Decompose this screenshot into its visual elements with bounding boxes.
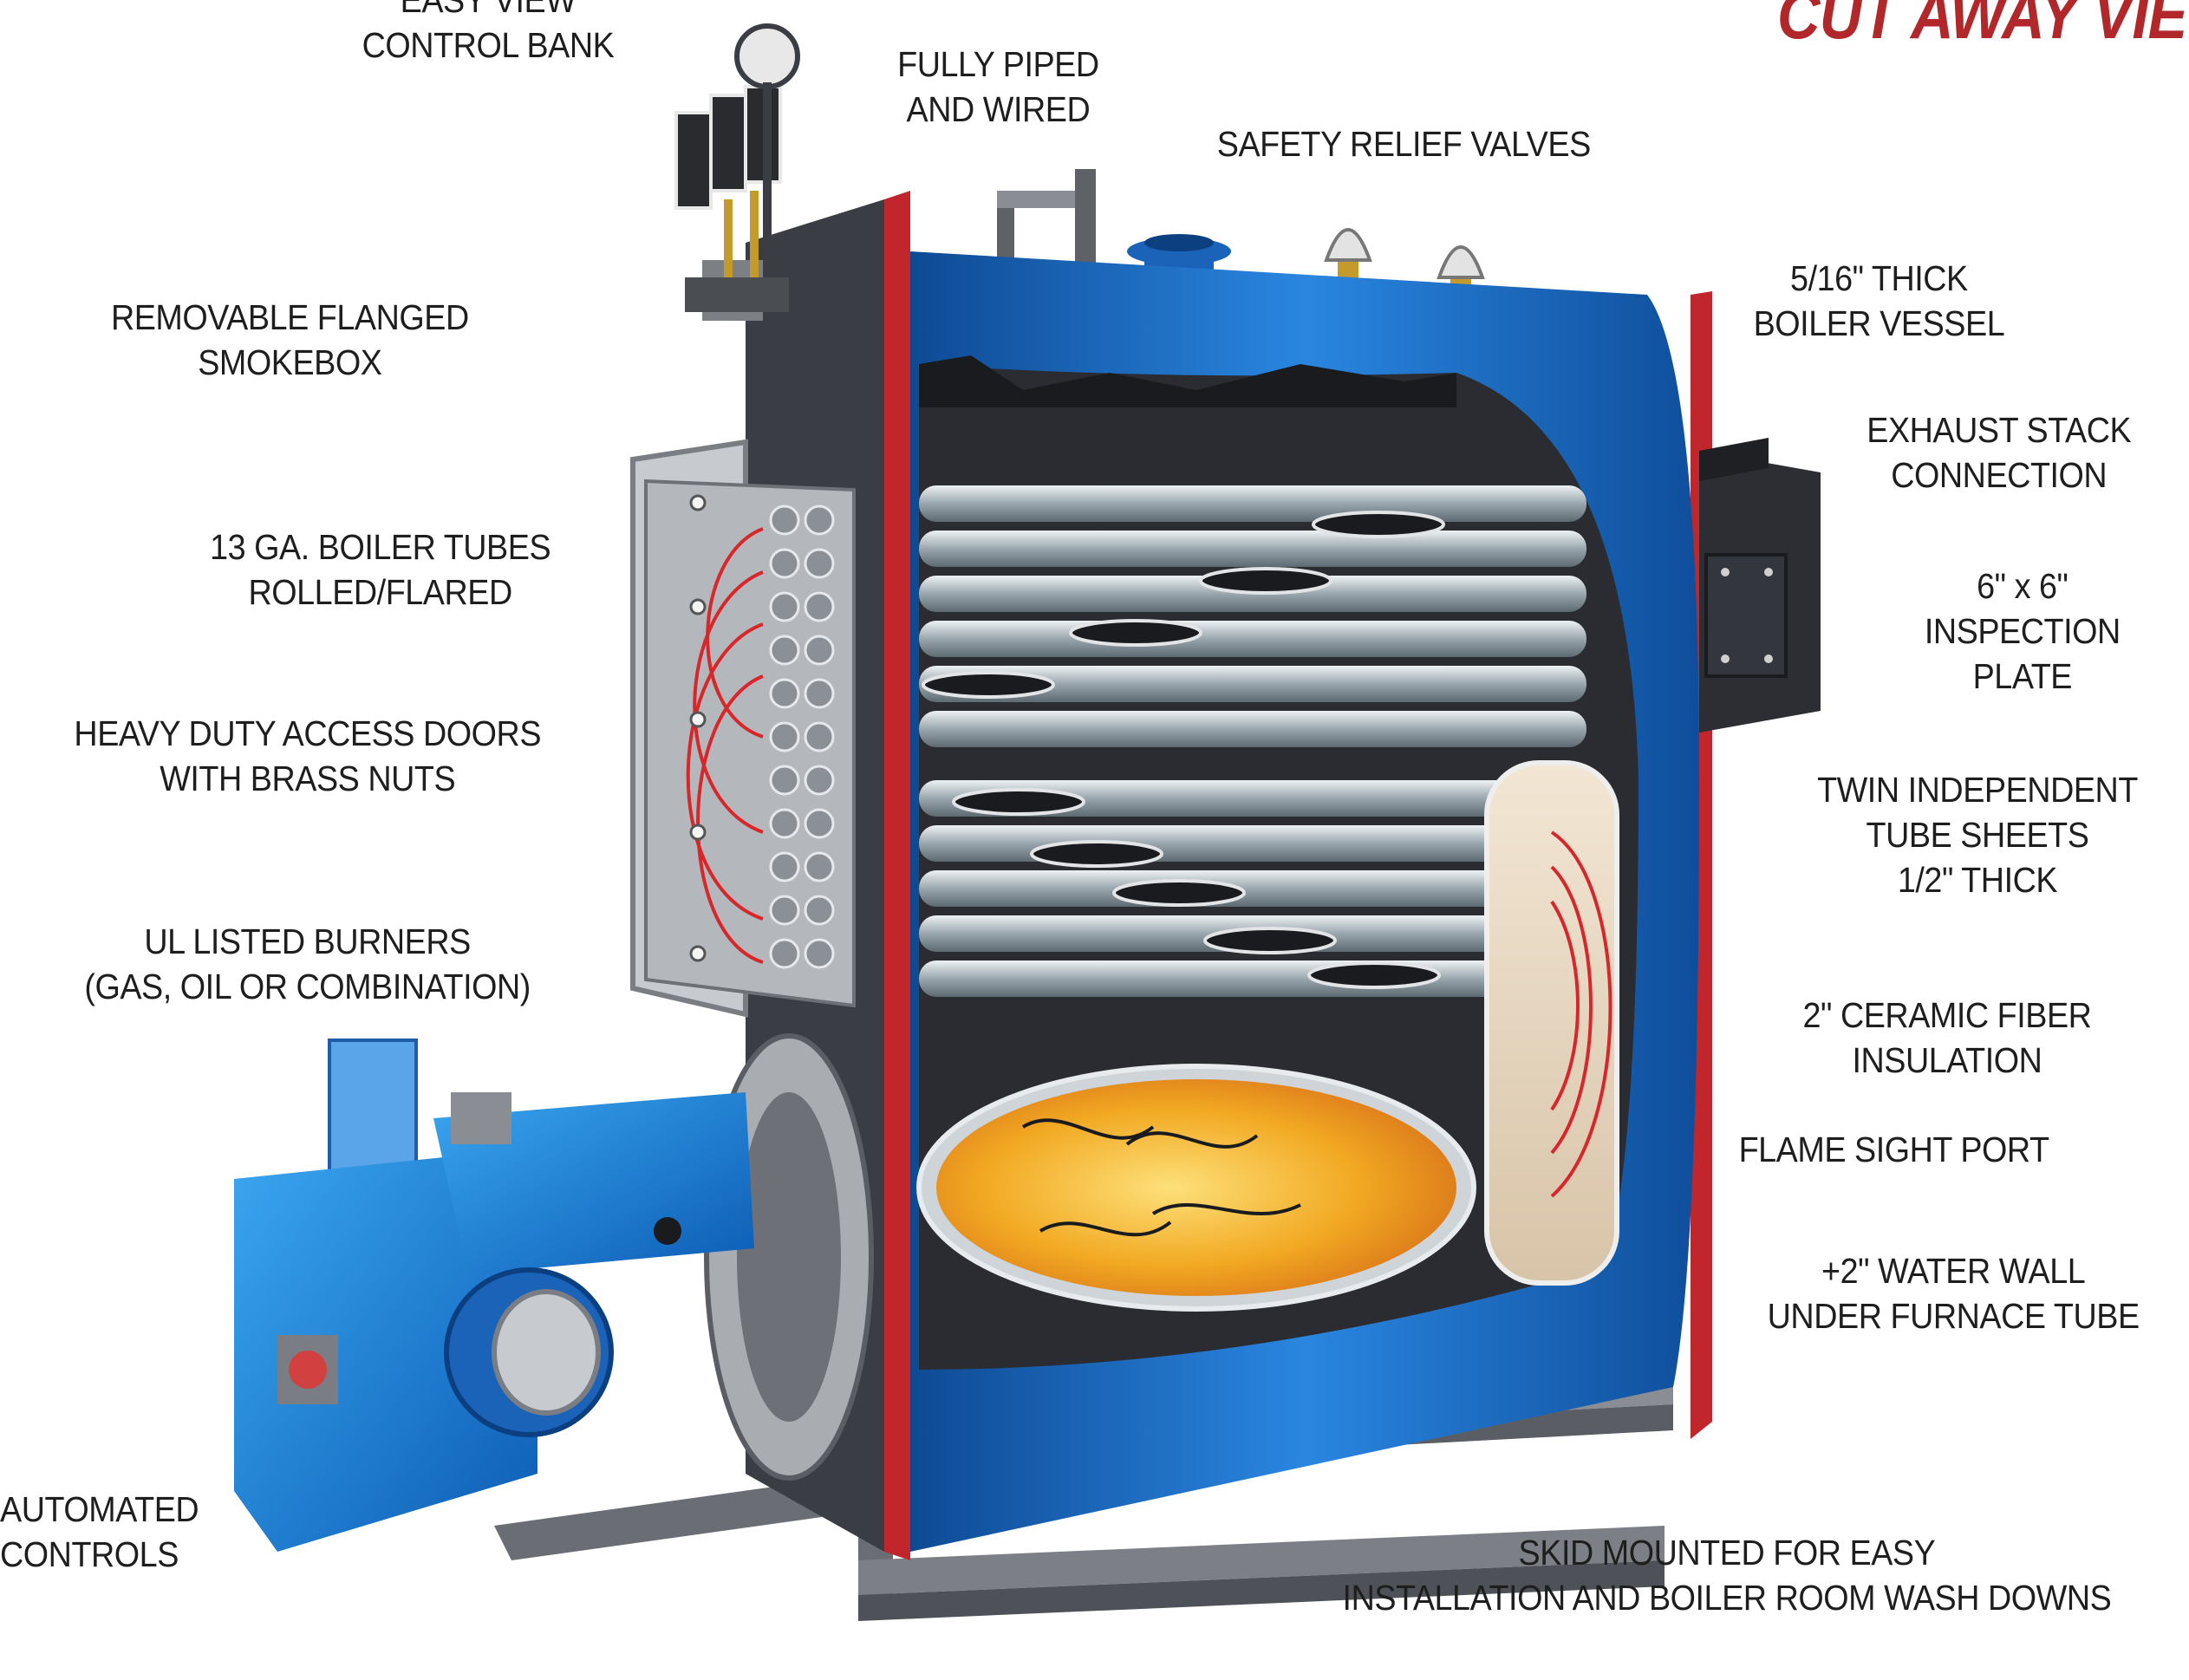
- furnace-flame: [916, 1064, 1476, 1312]
- label-inspection-plate: 6" x 6" INSPECTION PLATE: [1924, 566, 2121, 697]
- control-bank: [674, 23, 800, 321]
- rear-insulation: [1484, 760, 1619, 1286]
- diagram-title: CUT AWAY VIEW: [1777, 0, 2189, 53]
- label-water-wall: +2" WATER WALL UNDER FURNACE TUBE: [1767, 1251, 2140, 1337]
- burner-unit: [234, 1039, 754, 1552]
- label-controls: AUTOMATED CONTROLS: [0, 1489, 199, 1575]
- fire-tubes: [919, 485, 1586, 997]
- label-relief-valves: SAFETY RELIEF VALVES: [1216, 124, 1591, 164]
- label-burners: UL LISTED BURNERS (GAS, OIL OR COMBINATI…: [84, 921, 531, 1007]
- gas-flow-arrows: [686, 527, 764, 964]
- label-insulation: 2" CERAMIC FIBER INSULATION: [1802, 995, 2092, 1081]
- label-exhaust-stack: EXHAUST STACK CONNECTION: [1867, 410, 2132, 496]
- label-boiler-tubes: 13 GA. BOILER TUBES ROLLED/FLARED: [210, 527, 551, 613]
- label-skid: SKID MOUNTED FOR EASY INSTALLATION AND B…: [1342, 1533, 2112, 1618]
- top-piping: [997, 169, 1231, 282]
- label-control-bank: EASY VIEW CONTROL BANK: [362, 0, 615, 66]
- label-smokebox: REMOVABLE FLANGED SMOKEBOX: [110, 297, 469, 383]
- label-sight-port: FLAME SIGHT PORT: [1738, 1130, 2049, 1169]
- label-boiler-vessel: 5/16" THICK BOILER VESSEL: [1753, 258, 2005, 344]
- label-tube-sheets: TWIN INDEPENDENT TUBE SHEETS 1/2" THICK: [1817, 770, 2138, 901]
- smokebox-tube-ends: [769, 505, 835, 969]
- smokebox: [630, 439, 856, 1018]
- label-piped-wired: FULLY PIPED AND WIRED: [897, 44, 1099, 130]
- label-access-doors: HEAVY DUTY ACCESS DOORS WITH BRASS NUTS: [74, 713, 542, 799]
